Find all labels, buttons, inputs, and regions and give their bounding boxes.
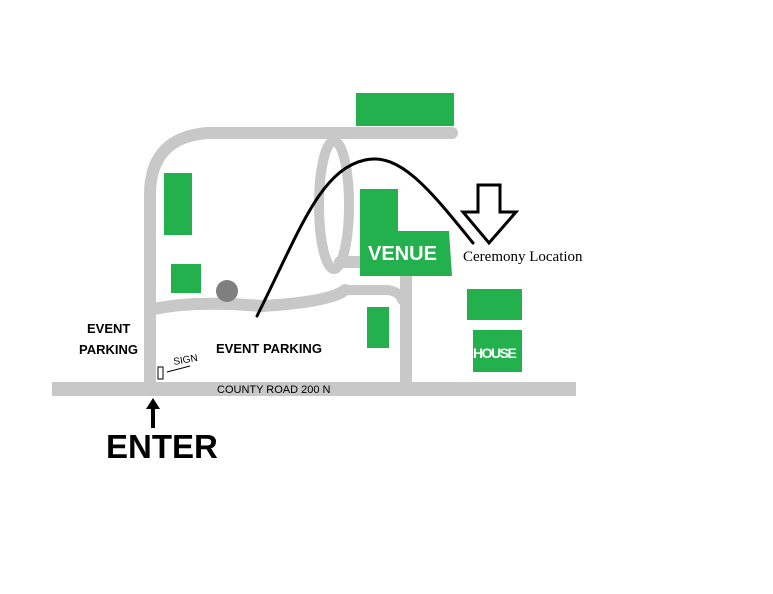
buildings bbox=[164, 93, 522, 372]
road-label: COUNTY ROAD 200 N bbox=[217, 384, 331, 396]
event-parking-left-line2: PARKING bbox=[79, 342, 138, 357]
oval-loop-road bbox=[314, 136, 354, 274]
tree-icon bbox=[216, 280, 238, 302]
enter-label: ENTER bbox=[106, 428, 218, 465]
event-parking-center: EVENT PARKING bbox=[216, 341, 322, 356]
building-top bbox=[356, 93, 454, 126]
loop-road bbox=[144, 127, 458, 395]
building-right-top bbox=[467, 289, 522, 320]
ceremony-location-label: Ceremony Location bbox=[463, 249, 583, 265]
building-small-center bbox=[367, 307, 389, 348]
venue-label: VENUE bbox=[368, 243, 437, 265]
house-building bbox=[473, 330, 522, 372]
sign-icon bbox=[157, 366, 164, 380]
route-line bbox=[255, 157, 475, 318]
event-parking-left-line1: EVENT bbox=[87, 321, 130, 336]
sign-pointer bbox=[166, 365, 191, 373]
venue-building bbox=[360, 189, 452, 276]
enter-arrow-icon bbox=[146, 398, 160, 428]
sign-label: SIGN bbox=[173, 353, 199, 368]
ceremony-arrow-icon bbox=[459, 183, 520, 246]
house-label: HOUSE bbox=[473, 345, 516, 361]
building-left-small bbox=[171, 264, 201, 293]
building-left-tall bbox=[164, 173, 192, 235]
venue-loop bbox=[341, 285, 407, 305]
